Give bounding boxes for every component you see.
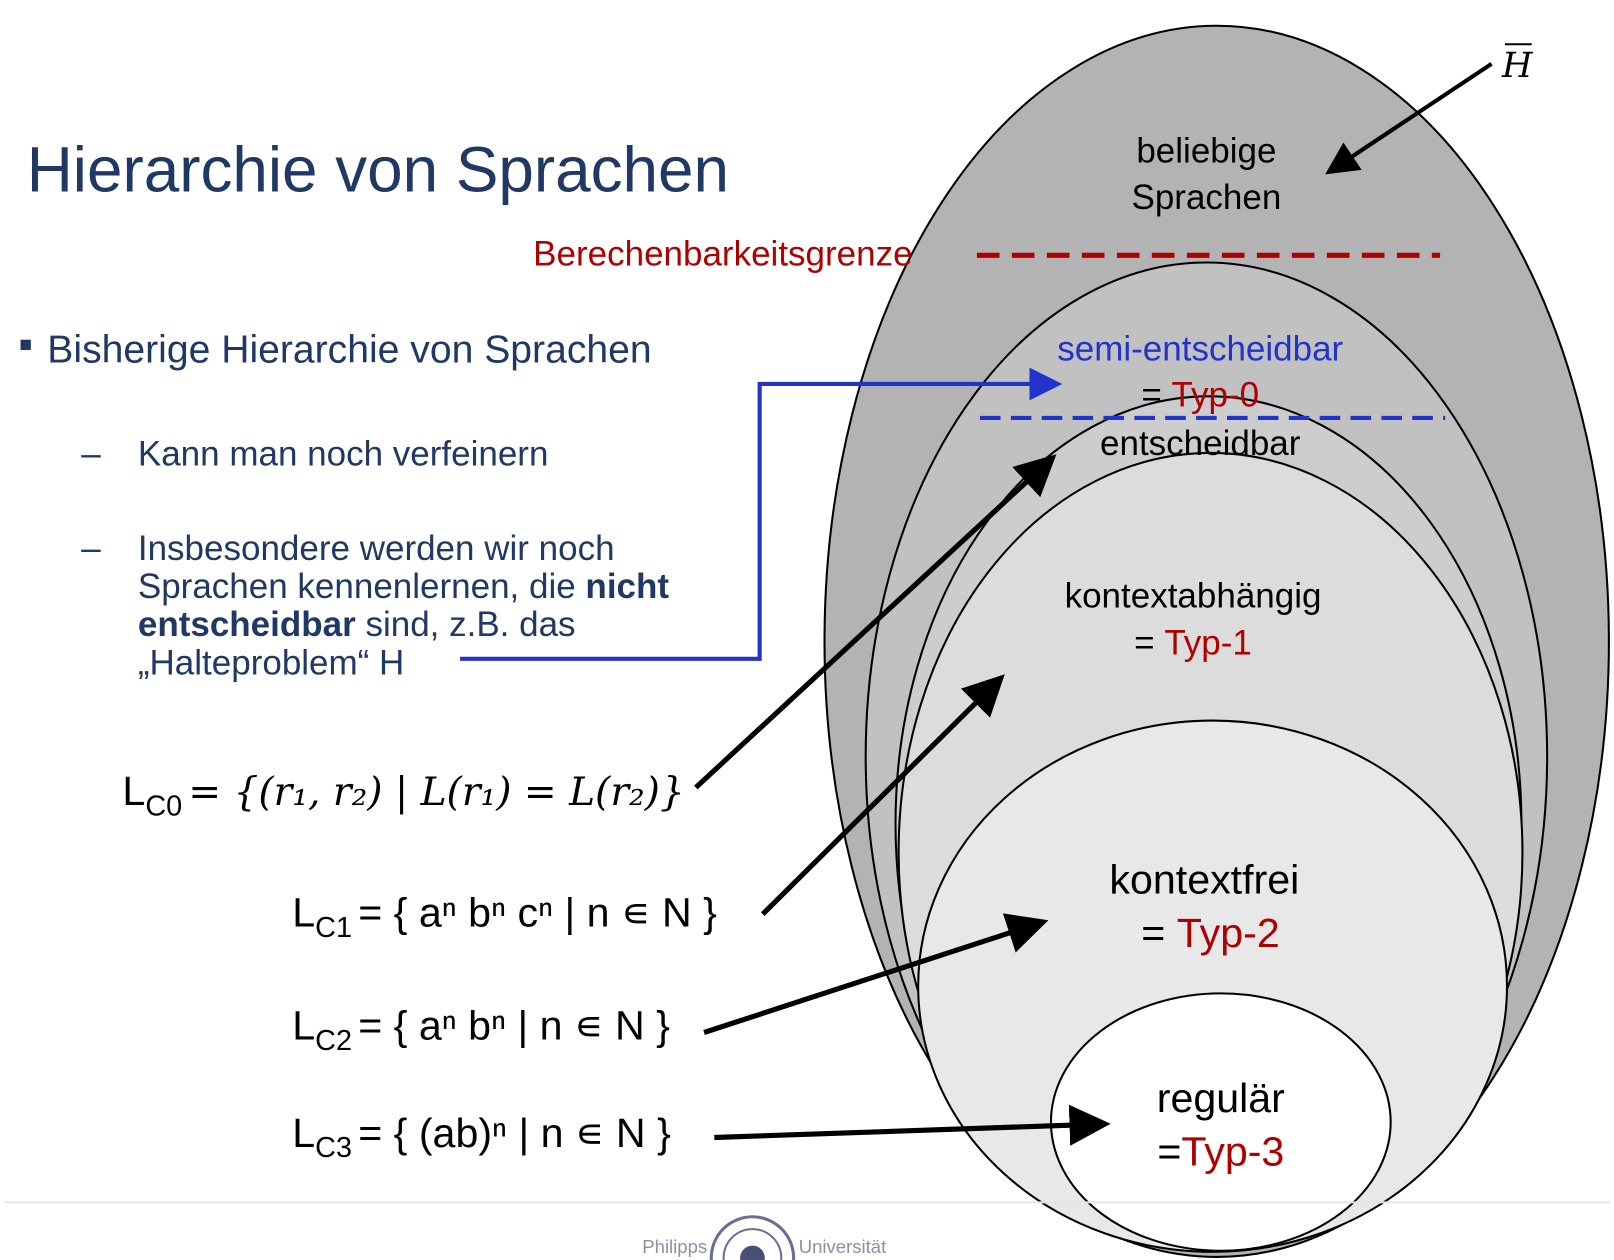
h-bar-arrow [1325, 62, 1493, 175]
text: L [292, 1110, 315, 1156]
label-decidable: entscheidbar [1100, 424, 1301, 463]
dash-2: – [81, 529, 101, 568]
subscript: C0 [145, 790, 182, 822]
label-arbitrary-2: Sprachen [1131, 178, 1281, 217]
bold-text: nicht [585, 567, 669, 606]
label-type-0: = Typ-0 [1141, 376, 1259, 415]
label-arbitrary-1: beliebige [1136, 132, 1276, 171]
label-regular: regulär [1157, 1075, 1285, 1121]
arrow-lc0 [694, 454, 1057, 790]
type-text: Typ-2 [1177, 910, 1280, 956]
label-type-2: = Typ-2 [1141, 910, 1279, 956]
bullet-sub-2-line-3: entscheidbar sind, z.B. das [138, 605, 576, 644]
text: = [1157, 1128, 1181, 1174]
footer-left-text: Philipps [642, 1236, 707, 1257]
university-seal-logo [709, 1215, 796, 1260]
bullet-sub-1: Kann man noch verfeinern [138, 434, 549, 473]
text: = { aⁿ bⁿ | n ∊ N } [358, 1003, 670, 1049]
subscript: C2 [315, 1025, 352, 1057]
text: = { aⁿ bⁿ cⁿ | n ∊ N } [358, 889, 717, 935]
boundary-label: Berechenbarkeitsgrenze [533, 235, 912, 274]
ellipse-regular [1049, 992, 1392, 1252]
halting-problem-arrow [460, 367, 1063, 661]
arrow-lc2 [703, 913, 1049, 1035]
label-semi-decidable: semi-entscheidbar [1057, 329, 1343, 368]
bullet-sub-2-line-4: „Halteproblem“ H [138, 643, 404, 682]
page-title: Hierarchie von Sprachen [27, 133, 729, 205]
bullet-main: Bisherige Hierarchie von Sprachen [47, 328, 651, 371]
type-text: Typ-1 [1164, 624, 1252, 663]
text: L [122, 768, 145, 814]
type-text: Typ-3 [1181, 1128, 1284, 1174]
label-context-free: kontextfrei [1109, 857, 1299, 903]
text: L [292, 889, 315, 935]
text: = { (ab)ⁿ | n ∊ N } [358, 1110, 671, 1156]
subscript: C3 [315, 1132, 352, 1164]
example-lc2: LC2= { aⁿ bⁿ | n ∊ N } [292, 1003, 670, 1057]
label-h-bar: H [1501, 46, 1534, 86]
text: Sprachen kennenlernen, die [138, 567, 586, 606]
label-type-3: =Typ-3 [1157, 1128, 1284, 1174]
bullet-square-icon [20, 339, 31, 350]
text: = [1134, 624, 1164, 663]
bold-text: entscheidbar [138, 605, 356, 644]
label-type-1: = Typ-1 [1134, 624, 1252, 663]
text: L [292, 1003, 315, 1049]
example-lc1: LC1= { aⁿ bⁿ cⁿ | n ∊ N } [292, 889, 717, 943]
bullet-sub-2-line-2: Sprachen kennenlernen, die nicht [138, 567, 670, 606]
subscript: C1 [315, 912, 352, 944]
text: = [1141, 910, 1176, 956]
text: sind, z.B. das [356, 605, 576, 644]
example-lc3: LC3= { (ab)ⁿ | n ∊ N } [292, 1110, 671, 1164]
footer-right-text: Universität [799, 1236, 887, 1257]
arrow-lc3 [714, 1104, 1111, 1146]
text: = {(r₁, r₂) | L(r₁) = L(r₂)} [188, 770, 685, 815]
bullet-sub-2-line-1: Insbesondere werden wir noch [138, 529, 615, 568]
label-context-sensitive: kontextabhängig [1065, 576, 1322, 615]
type-text: Typ-0 [1172, 376, 1260, 415]
arrow-lc1 [760, 674, 1005, 916]
example-lc0: LC0= {(r₁, r₂) | L(r₁) = L(r₂)} [122, 768, 684, 822]
dash-1: – [81, 434, 101, 473]
text: = [1141, 376, 1171, 415]
